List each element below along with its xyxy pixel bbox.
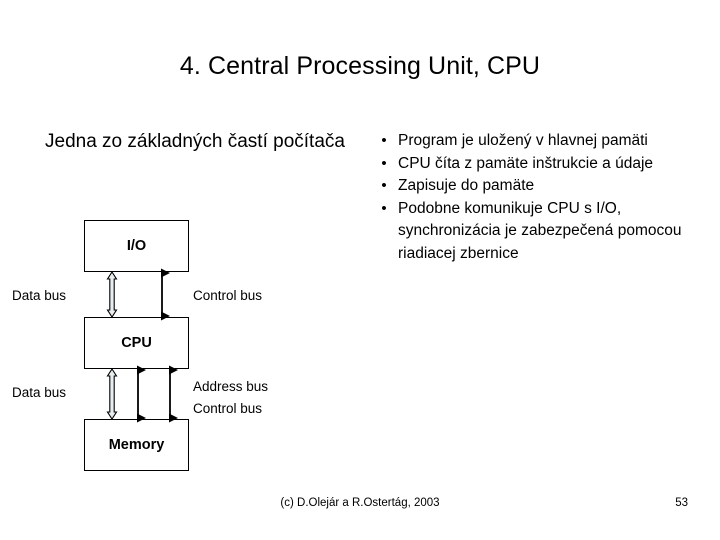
footer-page-number: 53 [675, 497, 688, 509]
page-title: 4. Central Processing Unit, CPU [179, 52, 541, 80]
diagram-node-cpu: CPU [84, 317, 189, 369]
bus-label-data-bus-top: Data bus [12, 288, 67, 303]
bullet-point-icon: • [381, 154, 387, 172]
cpu-block-diagram: I/O CPU Memory [12, 220, 269, 471]
list-item-label: Zapisuje do pamäte [398, 177, 535, 194]
list-item: • CPU číta z pamäte inštrukcie a údaje [372, 153, 702, 176]
list-item: • Podobne komunikuje CPU s I/O, synchron… [372, 198, 702, 266]
connector-io-cpu-data-bus [106, 270, 118, 319]
list-item-label: CPU číta z pamäte inštrukcie a údaje [398, 154, 654, 172]
bullet-point-icon: • [381, 132, 387, 149]
bus-label-data-bus-bottom: Data bus [12, 385, 67, 400]
diagram-node-io: I/O [84, 220, 189, 272]
footer-credit: (c) D.Olejár a R.Ostertág, 2003 [280, 497, 440, 509]
list-item: • Zapisuje do pamäte [372, 175, 702, 198]
connector-cpu-memory-data-bus [106, 367, 118, 421]
list-item-label: Program je uložený v hlavnej pamäti [398, 132, 648, 149]
bus-label-control-bus-top: Control bus [193, 288, 263, 303]
bullet-point-icon: • [381, 199, 387, 217]
list-item: • Program je uložený v hlavnej pamäti [372, 130, 702, 153]
diagram-connectors [106, 268, 178, 423]
left-heading-text: Jedna zo základných častí počítača [45, 131, 345, 152]
bus-label-address-bus: Address bus [193, 379, 269, 394]
list-item-label: Podobne komunikuje CPU s I/O, synchroniz… [398, 199, 682, 262]
diagram-node-memory: Memory [84, 419, 189, 471]
bullet-list: • Program je uložený v hlavnej pamäti • … [372, 130, 702, 265]
bullet-point-icon: • [381, 177, 387, 194]
bus-label-control-bus-bottom: Control bus [193, 401, 263, 416]
